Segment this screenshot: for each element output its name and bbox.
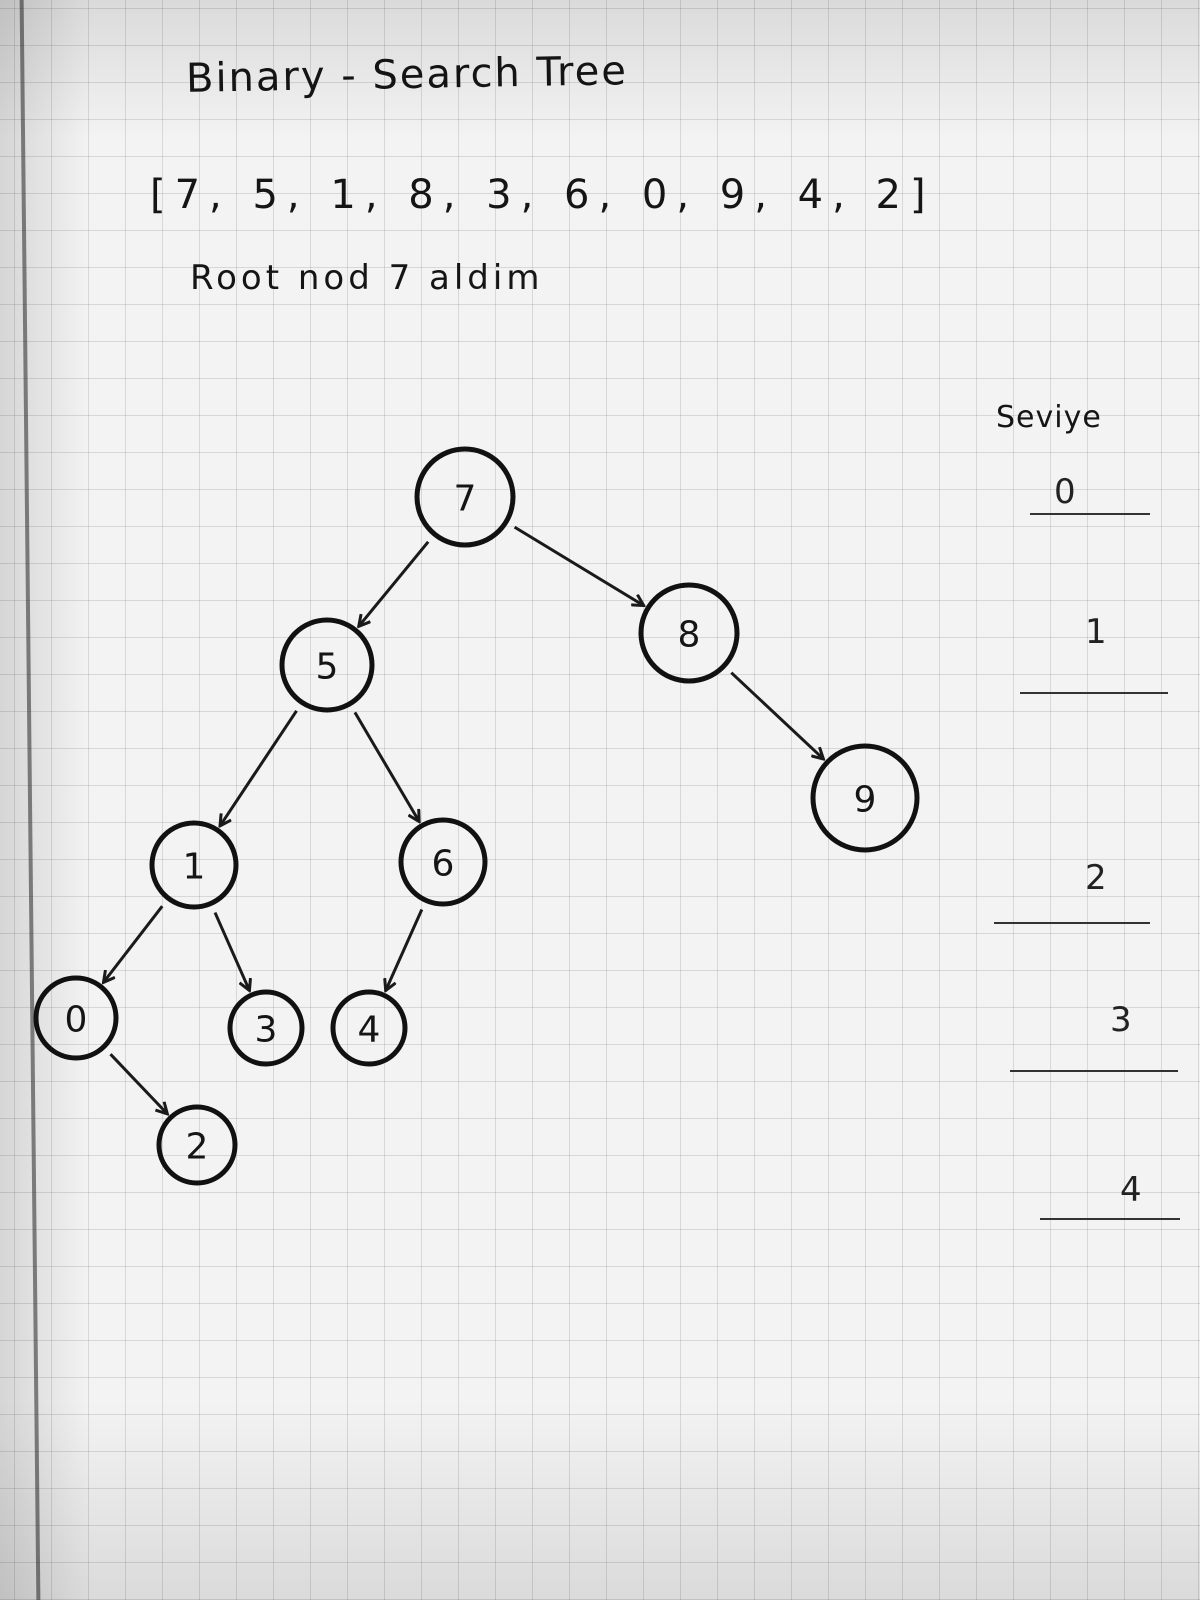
level-number-1: 1	[1085, 612, 1107, 652]
node-label: 8	[678, 615, 701, 656]
tree-node-7: 7	[414, 446, 516, 548]
tree-node-0: 0	[33, 975, 119, 1061]
node-circle	[810, 743, 920, 853]
edge-6-4	[386, 908, 424, 989]
node-label: 3	[255, 1010, 278, 1051]
tree-node-3: 3	[227, 989, 305, 1067]
level-divider	[1020, 692, 1168, 694]
tree-node-8: 8	[638, 582, 740, 684]
level-number-0: 0	[1054, 472, 1076, 512]
level-number-2: 2	[1085, 858, 1107, 898]
node-circle	[33, 975, 119, 1061]
node-label: 7	[454, 479, 477, 520]
node-label: 6	[432, 844, 455, 885]
edge-1-3	[213, 911, 249, 990]
root-note: Root nod 7 aldim	[190, 258, 544, 298]
edge-8-9	[730, 671, 822, 759]
edge-1-0	[104, 905, 164, 981]
node-circle	[398, 817, 488, 907]
edge-7-8	[513, 525, 643, 605]
tree-node-5: 5	[279, 617, 375, 713]
node-circle	[279, 617, 375, 713]
level-column: Seviye 0 1 2 3 4	[990, 390, 1180, 1290]
node-label: 0	[65, 1000, 88, 1041]
level-divider	[1010, 1070, 1178, 1072]
node-label: 5	[316, 647, 339, 688]
edge-5-6	[353, 711, 419, 820]
node-circle	[638, 582, 740, 684]
level-heading: Seviye	[996, 400, 1102, 435]
node-label: 2	[186, 1127, 209, 1168]
level-divider	[1040, 1218, 1180, 1220]
node-label: 1	[183, 847, 206, 888]
node-circle	[330, 989, 408, 1067]
edge-5-1	[221, 709, 298, 825]
input-sequence: [7, 5, 1, 8, 3, 6, 0, 9, 4, 2]	[150, 172, 935, 218]
node-circle	[149, 820, 239, 910]
level-divider	[994, 922, 1150, 924]
edge-7-5	[359, 540, 430, 626]
edge-0-2	[109, 1053, 166, 1113]
level-divider	[1030, 513, 1150, 515]
node-label: 4	[358, 1010, 381, 1051]
tree-node-6: 6	[398, 817, 488, 907]
node-circle	[227, 989, 305, 1067]
level-number-3: 3	[1110, 1000, 1132, 1040]
node-label: 9	[854, 780, 877, 821]
tree-node-2: 2	[156, 1104, 238, 1186]
level-number-4: 4	[1120, 1170, 1142, 1210]
node-circle	[414, 446, 516, 548]
tree-node-1: 1	[149, 820, 239, 910]
tree-node-9: 9	[810, 743, 920, 853]
tree-node-4: 4	[330, 989, 408, 1067]
node-circle	[156, 1104, 238, 1186]
